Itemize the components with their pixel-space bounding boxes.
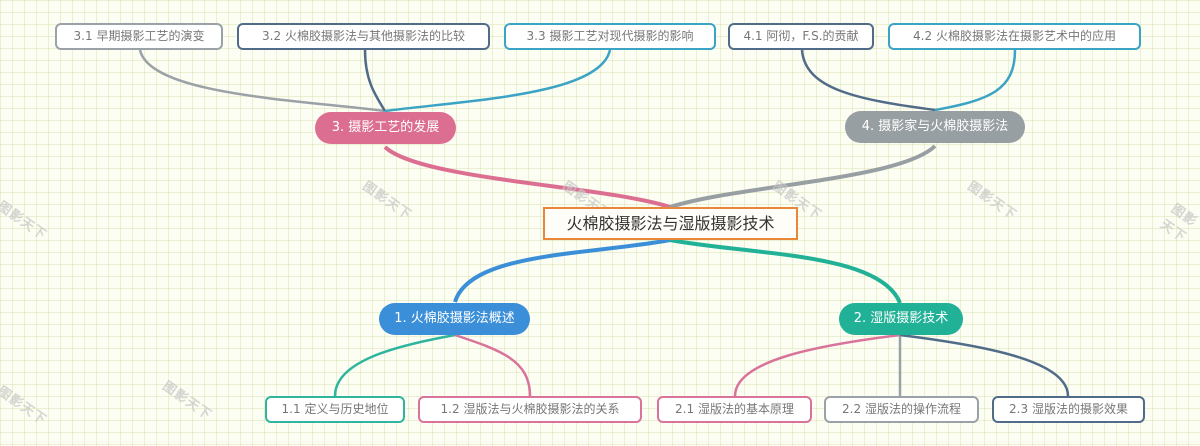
link-central-b4 <box>669 144 937 209</box>
link-b1-l12 <box>454 333 532 397</box>
branch-process-development[interactable]: 3. 摄影工艺的发展 <box>315 112 456 144</box>
link-b3-l31 <box>138 49 386 113</box>
link-b4-l41 <box>800 49 936 112</box>
leaf-1-2[interactable]: 1.2 湿版法与火棉胶摄影法的关系 <box>418 396 642 423</box>
link-b4-l42 <box>934 49 1017 112</box>
link-central-b3 <box>383 145 671 209</box>
leaf-2-2[interactable]: 2.2 湿版法的操作流程 <box>824 396 979 423</box>
leaf-4-1[interactable]: 4.1 阿彻，F.S.的贡献 <box>728 23 874 50</box>
link-b2-l21 <box>733 333 901 397</box>
leaf-3-2[interactable]: 3.2 火棉胶摄影法与其他摄影法的比较 <box>237 23 490 50</box>
link-central-b1 <box>453 238 671 303</box>
link-b2-l23 <box>899 333 1070 397</box>
link-central-b2 <box>669 238 902 304</box>
leaf-3-1[interactable]: 3.1 早期摄影工艺的演变 <box>55 23 223 50</box>
leaf-4-2[interactable]: 4.2 火棉胶摄影法在摄影艺术中的应用 <box>888 23 1141 50</box>
central-topic[interactable]: 火棉胶摄影法与湿版摄影技术 <box>543 207 798 240</box>
link-b3-l33 <box>384 49 612 113</box>
leaf-2-3[interactable]: 2.3 湿版法的摄影效果 <box>992 396 1145 423</box>
branch-collodion-overview[interactable]: 1. 火棉胶摄影法概述 <box>379 303 530 335</box>
link-b3-l32 <box>363 49 387 112</box>
branch-photographers[interactable]: 4. 摄影家与火棉胶摄影法 <box>845 111 1025 143</box>
link-b1-l11 <box>333 333 456 397</box>
leaf-3-3[interactable]: 3.3 摄影工艺对现代摄影的影响 <box>504 23 716 50</box>
branch-wet-plate-technique[interactable]: 2. 湿版摄影技术 <box>839 303 963 335</box>
leaf-1-1[interactable]: 1.1 定义与历史地位 <box>265 396 405 423</box>
leaf-2-1[interactable]: 2.1 湿版法的基本原理 <box>657 396 812 423</box>
